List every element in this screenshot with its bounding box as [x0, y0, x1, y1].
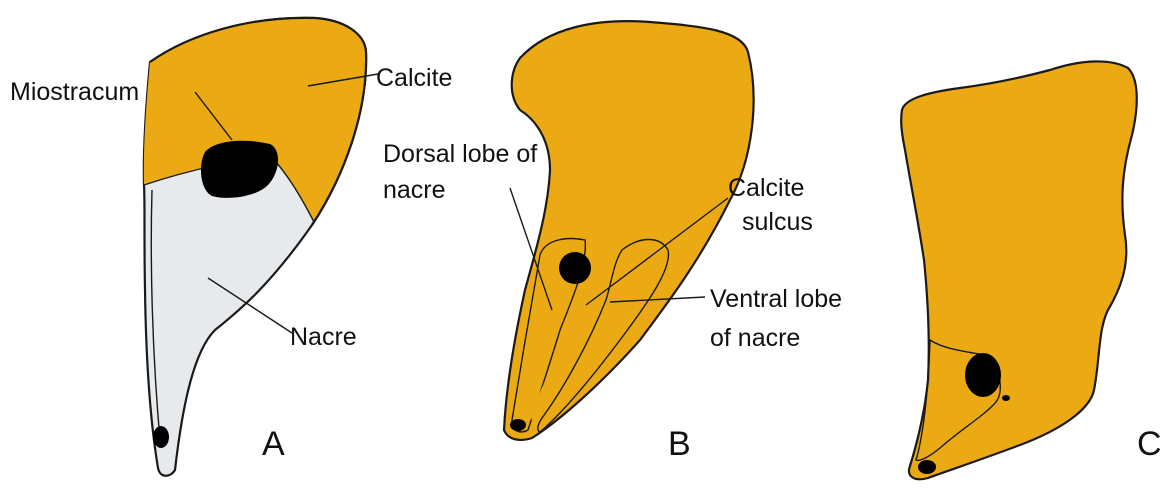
label-ventral-lobe-line1: Ventral lobe	[710, 285, 842, 313]
panel-letter-a: A	[262, 425, 285, 463]
panel-c-calcite-region	[901, 61, 1137, 479]
panel-letter-c: C	[1137, 425, 1162, 463]
panel-c-miostracum-blob	[965, 353, 1001, 397]
panel-b-miostracum-blob	[559, 252, 591, 284]
label-dorsal-lobe-line1: Dorsal lobe of	[383, 140, 537, 168]
panel-c-small-spot	[1002, 395, 1010, 401]
panel-c: C	[901, 61, 1161, 479]
panel-a-tip-spot	[153, 426, 169, 448]
label-calcite-sulcus-line2: sulcus	[742, 208, 813, 236]
panel-a: Miostracum Calcite Nacre A	[10, 18, 452, 476]
label-dorsal-lobe-line2: nacre	[383, 176, 446, 204]
label-calcite-sulcus-line1: Calcite	[728, 174, 804, 202]
panel-letter-b: B	[668, 425, 691, 463]
panel-c-tip-spot	[918, 460, 936, 474]
panel-b-calcite-region	[504, 21, 754, 440]
label-calcite-a: Calcite	[376, 64, 452, 92]
label-nacre-a: Nacre	[290, 323, 357, 351]
label-ventral-lobe-line2: of nacre	[710, 324, 800, 352]
label-miostracum: Miostracum	[10, 78, 139, 106]
panel-b-tip-spot	[510, 419, 526, 431]
